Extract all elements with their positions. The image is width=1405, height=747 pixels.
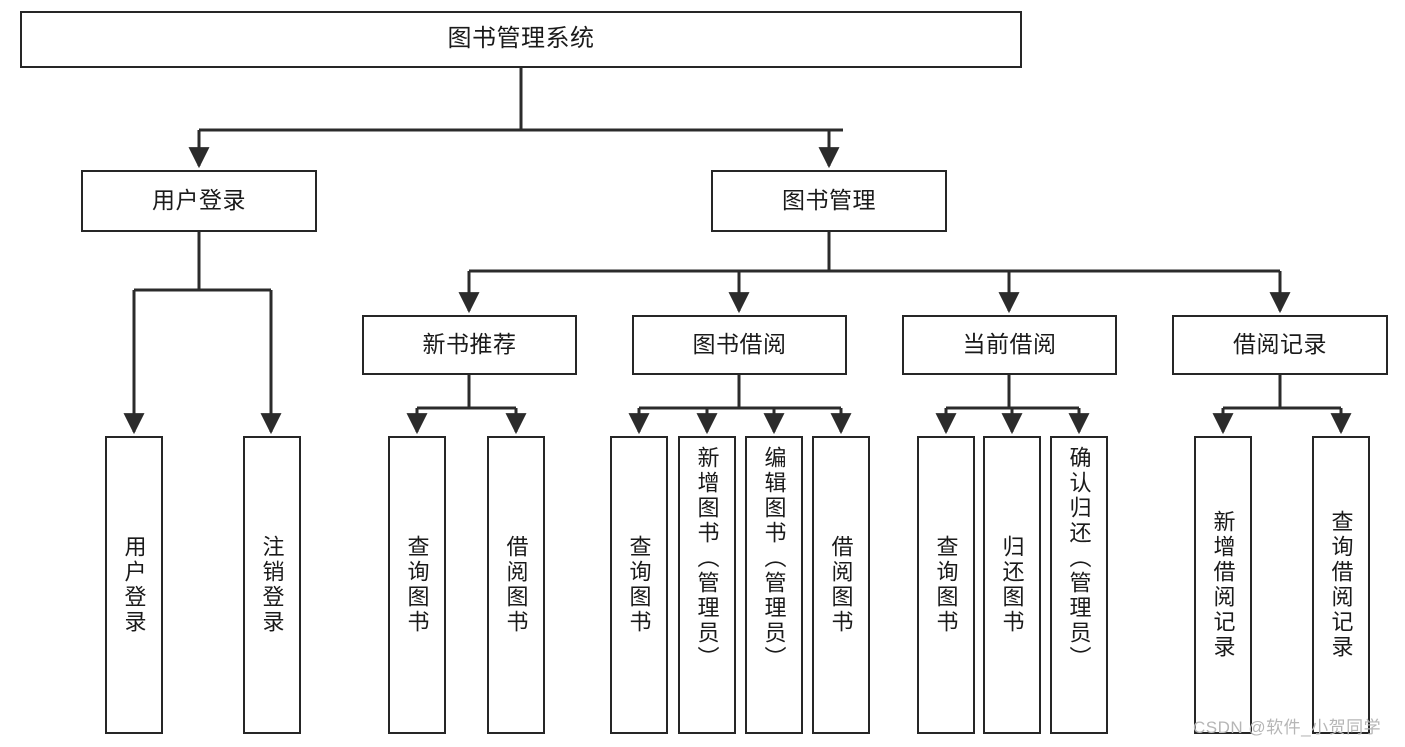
node-label: 归还图书 — [999, 535, 1025, 635]
node-leaf-return-book[interactable]: 归还图书 — [983, 436, 1041, 734]
node-label: 用户登录 — [152, 187, 246, 214]
node-label: 图书管理 — [782, 187, 876, 214]
node-book-manage[interactable]: 图书管理 — [711, 170, 947, 232]
node-label: 借阅图书 — [828, 535, 854, 635]
node-label: 查询图书 — [404, 535, 430, 635]
node-user-login[interactable]: 用户登录 — [81, 170, 317, 232]
csdn-watermark: CSDN @软件_小贺同学 — [1193, 718, 1382, 737]
node-label: 图书管理系统 — [447, 25, 595, 53]
node-label: 确认归还（管理员） — [1066, 446, 1092, 671]
node-leaf-add-book[interactable]: 新增图书（管理员） — [678, 436, 736, 734]
node-new-book-recommend[interactable]: 新书推荐 — [362, 315, 577, 375]
node-root-system[interactable]: 图书管理系统 — [20, 11, 1022, 68]
node-label: 用户登录 — [121, 535, 147, 635]
node-label: 新增图书（管理员） — [694, 446, 720, 671]
node-label: 查询图书 — [626, 535, 652, 635]
node-leaf-user-login[interactable]: 用户登录 — [105, 436, 163, 734]
node-label: 新书推荐 — [422, 331, 517, 358]
node-label: 查询借阅记录 — [1328, 510, 1354, 660]
node-label: 新增借阅记录 — [1210, 510, 1236, 660]
node-label: 查询图书 — [933, 535, 959, 635]
node-current-borrow[interactable]: 当前借阅 — [902, 315, 1117, 375]
node-label: 借阅记录 — [1233, 331, 1327, 358]
node-leaf-edit-book[interactable]: 编辑图书（管理员） — [745, 436, 803, 734]
node-leaf-logout[interactable]: 注销登录 — [243, 436, 301, 734]
node-label: 注销登录 — [259, 535, 285, 635]
node-leaf-query-book-current[interactable]: 查询图书 — [917, 436, 975, 734]
node-borrow-record[interactable]: 借阅记录 — [1172, 315, 1388, 375]
node-label: 借阅图书 — [503, 535, 529, 635]
node-leaf-query-borrow-record[interactable]: 查询借阅记录 — [1312, 436, 1370, 734]
node-book-borrow[interactable]: 图书借阅 — [632, 315, 847, 375]
node-leaf-add-borrow-record[interactable]: 新增借阅记录 — [1194, 436, 1252, 734]
node-leaf-borrow-book[interactable]: 借阅图书 — [812, 436, 870, 734]
node-leaf-borrow-book-newbook[interactable]: 借阅图书 — [487, 436, 545, 734]
node-label: 图书借阅 — [692, 331, 787, 358]
node-leaf-query-book-newbook[interactable]: 查询图书 — [388, 436, 446, 734]
node-leaf-confirm-return[interactable]: 确认归还（管理员） — [1050, 436, 1108, 734]
node-leaf-query-book-borrow[interactable]: 查询图书 — [610, 436, 668, 734]
node-label: 当前借阅 — [962, 331, 1057, 358]
node-label: 编辑图书（管理员） — [761, 446, 787, 671]
